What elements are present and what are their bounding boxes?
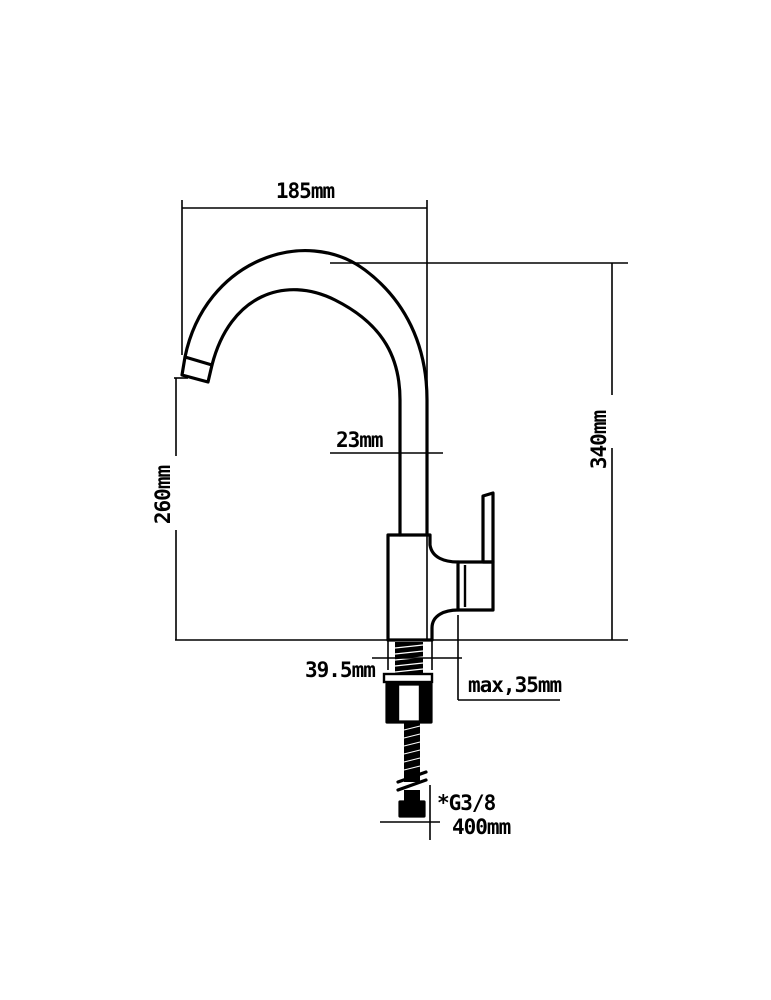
dim-hose: *G3/8 400mm — [380, 785, 512, 840]
dim-base-diameter: 39.5mm — [305, 640, 462, 682]
thread-label: *G3/8 — [437, 791, 496, 815]
width-label: 185mm — [276, 179, 335, 203]
spout-diameter-label: 23mm — [336, 428, 383, 452]
dim-width-top: 185mm — [181, 179, 428, 640]
hose-length-label: 400mm — [452, 815, 511, 839]
dim-height-spout: 260mm — [151, 377, 188, 640]
dim-spout-diameter: 23mm — [330, 428, 443, 454]
base-diameter-label: 39.5mm — [305, 658, 375, 682]
mounting-assembly — [382, 642, 434, 818]
dim-mount-thickness: max,35mm — [457, 615, 563, 701]
faucet-body — [180, 248, 495, 642]
height-spout-label: 260mm — [151, 466, 175, 525]
mount-thickness-label: max,35mm — [468, 673, 562, 697]
height-total-label: 340mm — [587, 411, 611, 470]
